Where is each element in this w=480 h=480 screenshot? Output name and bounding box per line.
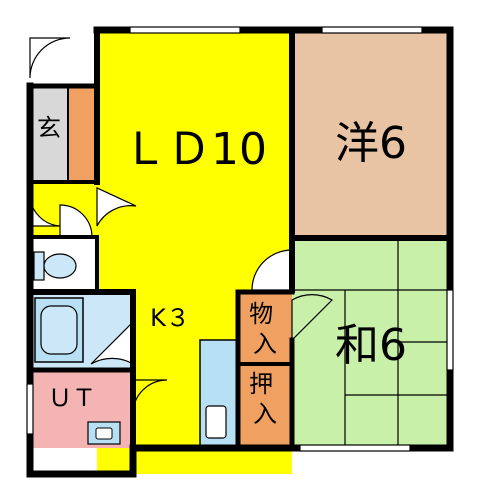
oshiire-closet xyxy=(238,364,292,448)
western-label: 洋6 xyxy=(335,118,407,169)
walls xyxy=(26,26,454,478)
tatami-lines xyxy=(292,238,450,448)
bathtub xyxy=(34,297,84,363)
kitchen-counter xyxy=(199,339,239,449)
utility-label: ＵＴ xyxy=(48,384,96,412)
kitchen-label: K３ xyxy=(150,304,190,332)
windows xyxy=(26,26,454,452)
japanese-room xyxy=(292,238,450,448)
washbasin xyxy=(87,421,121,445)
shoe-box xyxy=(68,86,97,182)
western-room xyxy=(292,30,450,238)
door-swings xyxy=(29,37,333,415)
storage-closet xyxy=(238,292,292,364)
storage-label-1: 物 xyxy=(249,300,273,328)
closet-label-2: 入 xyxy=(253,400,277,428)
entrance-label: 玄 xyxy=(37,114,61,142)
closet-label: 押 入 xyxy=(249,370,281,428)
ld-label: ＬＤ10 xyxy=(123,124,267,175)
toilet-fixture xyxy=(33,251,77,281)
japanese-label: 和6 xyxy=(335,320,407,371)
entrance-area xyxy=(30,86,68,182)
storage-label: 物 入 xyxy=(249,300,281,358)
storage-label-2: 入 xyxy=(253,330,277,358)
closet-label-1: 押 xyxy=(249,370,273,398)
